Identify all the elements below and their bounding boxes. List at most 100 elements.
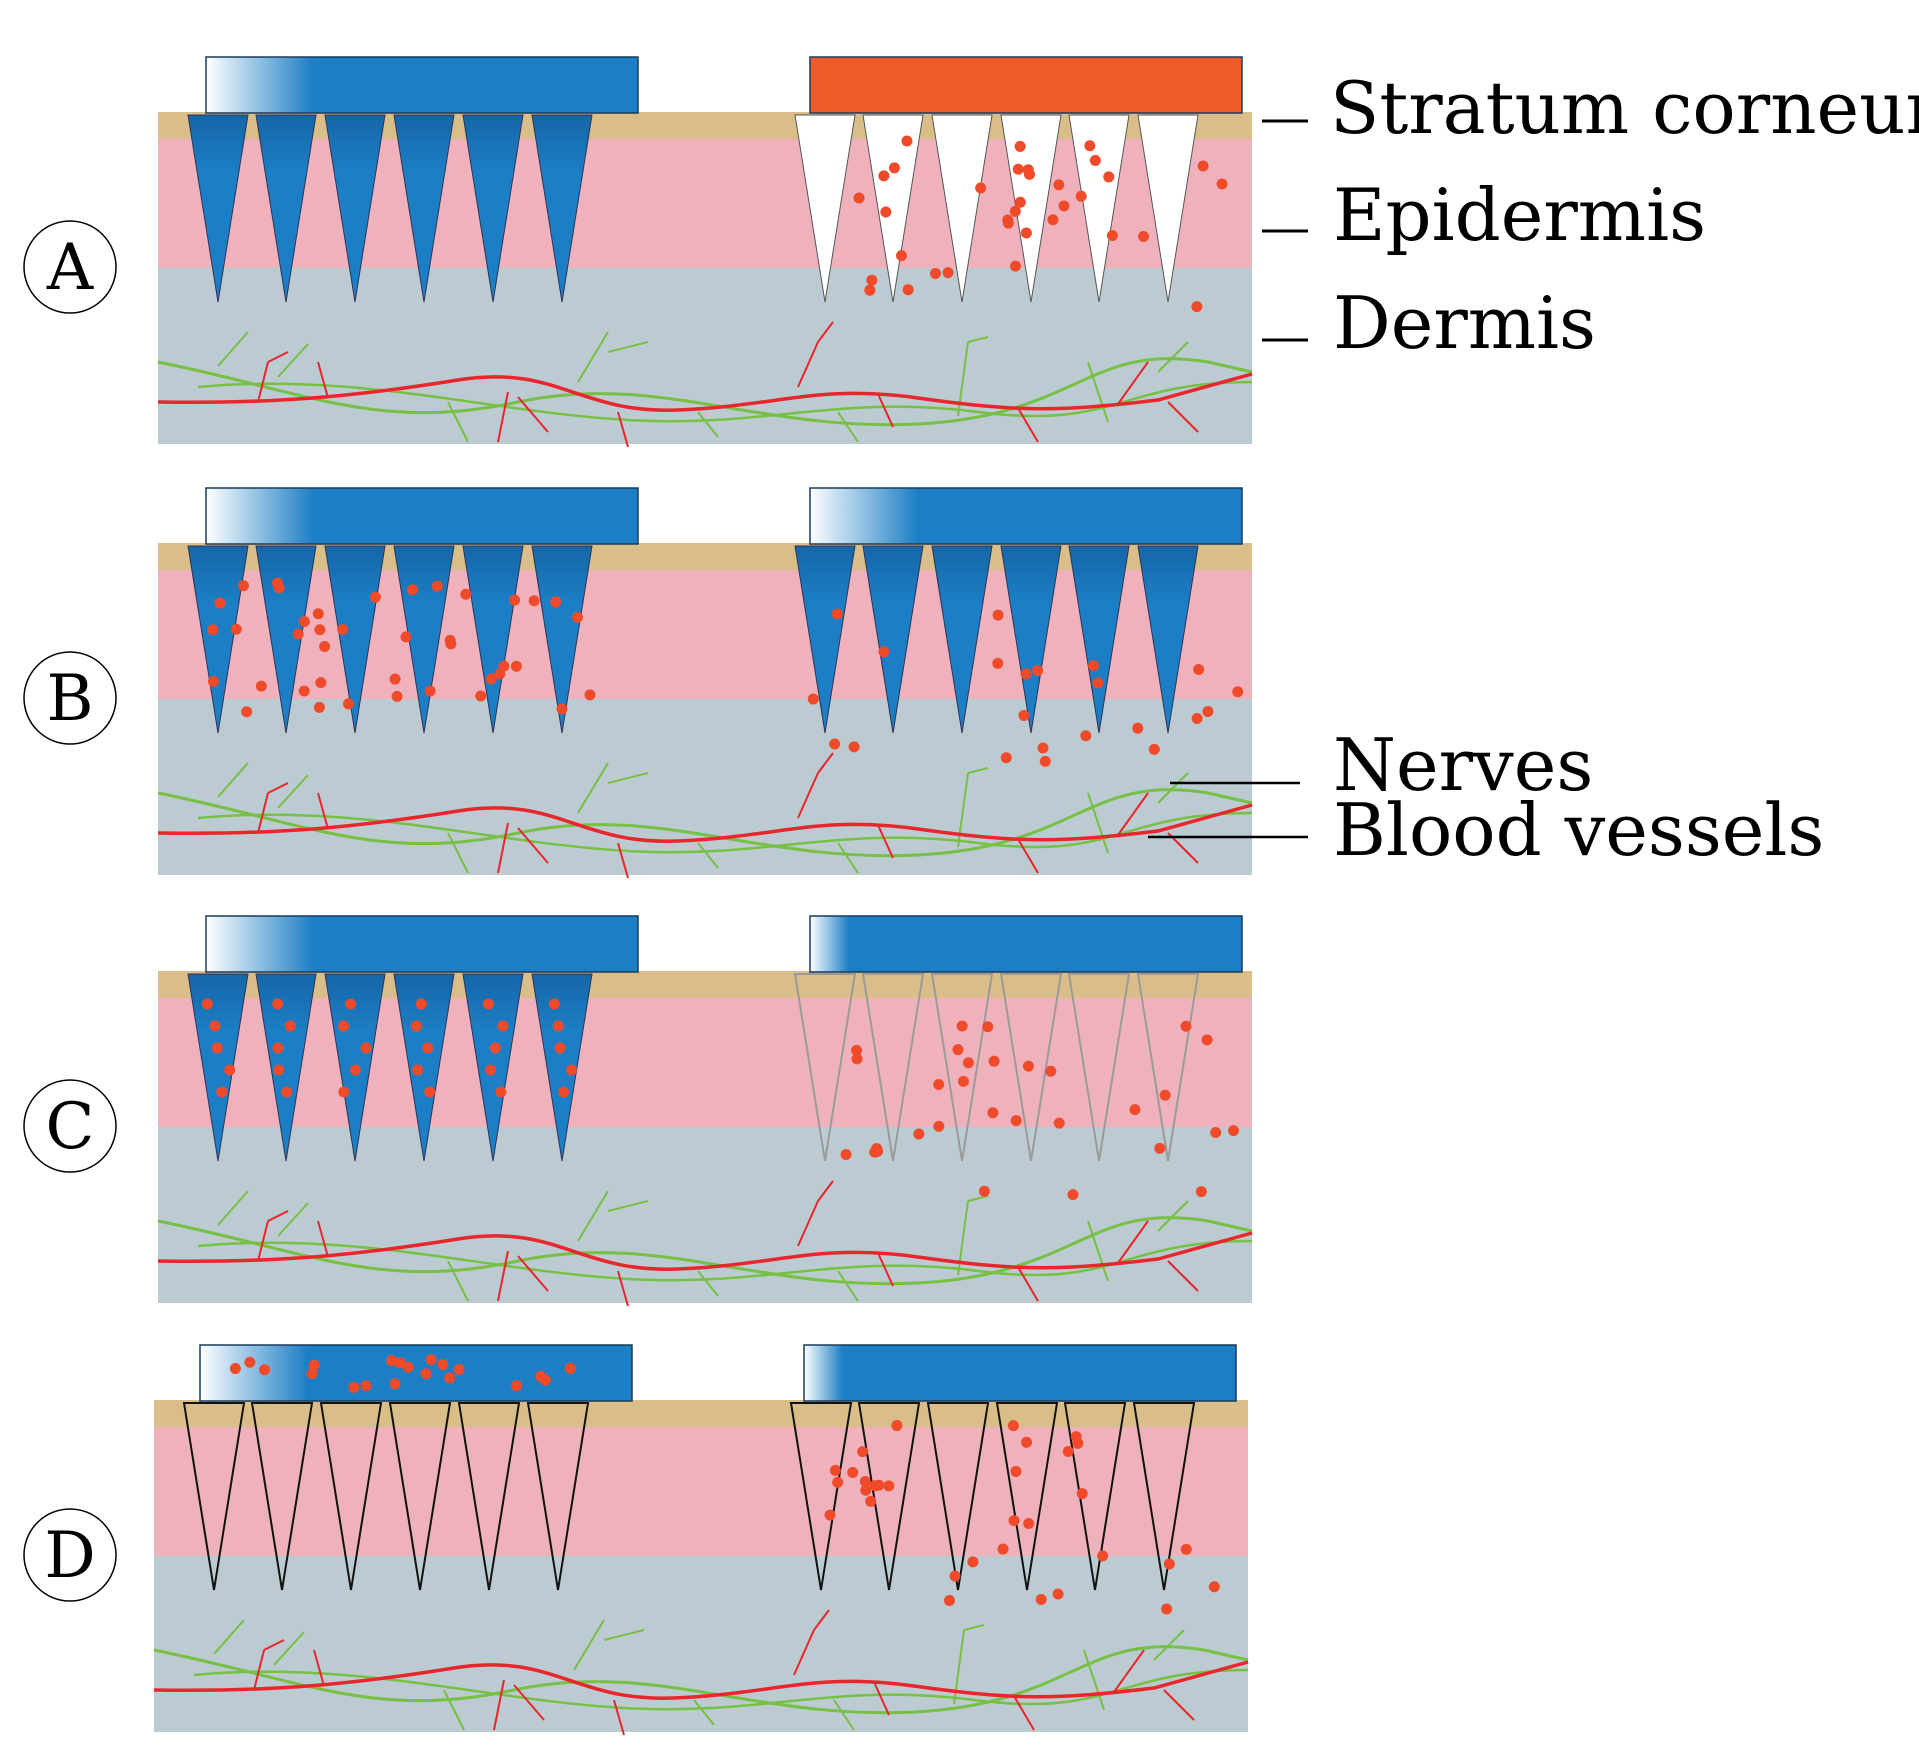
drug-particle bbox=[1062, 1446, 1074, 1458]
drug-particle bbox=[548, 998, 560, 1010]
dermis-layer bbox=[154, 1556, 1248, 1732]
vessel-branch bbox=[797, 1200, 819, 1247]
panel-letter: B bbox=[46, 662, 93, 736]
drug-particle bbox=[1007, 1420, 1019, 1432]
drug-particle bbox=[1210, 1126, 1222, 1138]
vessel-branch bbox=[1017, 1266, 1039, 1302]
drug-particle bbox=[1010, 1465, 1022, 1477]
nerve-branch bbox=[217, 331, 249, 367]
panel-letter-circle bbox=[23, 1079, 117, 1173]
drug-particle bbox=[391, 690, 403, 702]
drug-particle bbox=[1202, 705, 1214, 717]
microneedle bbox=[531, 114, 593, 303]
nerve-branch bbox=[837, 1270, 859, 1302]
drug-particle bbox=[807, 693, 819, 705]
microneedle bbox=[187, 114, 249, 303]
drug-particle bbox=[1052, 1588, 1064, 1600]
drug-particle bbox=[315, 677, 327, 689]
drug-particle bbox=[292, 628, 304, 640]
drug-particle bbox=[424, 685, 436, 697]
drug-particle bbox=[956, 1020, 968, 1032]
layer-labels: Stratum corneum Epidermis Dermis Nerves … bbox=[1148, 66, 1919, 872]
drug-particle bbox=[214, 597, 226, 609]
microneedle bbox=[1137, 545, 1199, 734]
vessel-branch bbox=[877, 824, 894, 859]
drug-particle bbox=[949, 1570, 961, 1582]
vessel-branch bbox=[257, 1220, 269, 1262]
drug-particle bbox=[933, 1120, 945, 1132]
drug-particle bbox=[312, 608, 324, 620]
drug-particle bbox=[489, 1042, 501, 1054]
drug-particle bbox=[1195, 1186, 1207, 1198]
nerve-branch bbox=[1087, 361, 1109, 423]
vessel-branch bbox=[317, 1220, 329, 1258]
drug-particle bbox=[571, 611, 583, 623]
nerve-branch bbox=[837, 411, 859, 443]
drug-particle bbox=[281, 1086, 293, 1098]
drug-particle bbox=[1067, 1189, 1079, 1201]
drug-particle bbox=[1191, 712, 1203, 724]
drug-particle bbox=[1148, 743, 1160, 755]
microneedle bbox=[255, 114, 317, 303]
vessel-branch bbox=[267, 782, 289, 794]
drug-particle bbox=[271, 577, 283, 589]
nerve-branch bbox=[833, 1699, 855, 1731]
stratum-corneum-label: Stratum corneum bbox=[1330, 66, 1919, 150]
drug-particle bbox=[510, 660, 522, 672]
drug-particle bbox=[847, 1467, 859, 1479]
drug-particle bbox=[1014, 196, 1026, 208]
drug-particle bbox=[389, 1378, 401, 1390]
drug-particle bbox=[831, 608, 843, 620]
vessel-branch bbox=[493, 1679, 505, 1731]
vessel-branch bbox=[797, 341, 819, 388]
drug-particle bbox=[209, 1020, 221, 1032]
nerve-branch bbox=[1153, 1629, 1185, 1661]
vessel-branch bbox=[817, 752, 834, 774]
epidermis-layer bbox=[158, 998, 1252, 1127]
drug-particle bbox=[273, 1064, 285, 1076]
drug-particle bbox=[840, 1148, 852, 1160]
microneedle bbox=[393, 973, 455, 1162]
vessel-branch bbox=[613, 1699, 625, 1736]
drug-particle bbox=[952, 1044, 964, 1056]
drug-particle bbox=[422, 1042, 434, 1054]
drug-particle bbox=[389, 673, 401, 685]
drug-particle bbox=[1009, 205, 1021, 217]
drug-particle bbox=[308, 1359, 320, 1371]
vessel-branch bbox=[1167, 401, 1199, 433]
drug-particle bbox=[338, 1020, 350, 1032]
drug-particle bbox=[1032, 664, 1044, 676]
drug-particle bbox=[306, 1368, 318, 1380]
drug-particle bbox=[1103, 171, 1115, 183]
drug-particle bbox=[864, 284, 876, 296]
drug-particle bbox=[1010, 260, 1022, 272]
drug-particle bbox=[1180, 1020, 1192, 1032]
drug-particle bbox=[1161, 1603, 1173, 1615]
drug-particle bbox=[1002, 214, 1014, 226]
drug-particle bbox=[445, 638, 457, 650]
microneedle bbox=[531, 973, 593, 1162]
blood-vessels bbox=[157, 321, 1253, 448]
drug-particle bbox=[962, 1057, 974, 1069]
drug-particle bbox=[565, 1064, 577, 1076]
vessel-branch bbox=[1167, 1260, 1199, 1292]
panel-letter: D bbox=[44, 1519, 95, 1593]
microneedle-base bbox=[205, 487, 639, 545]
nerve-branch bbox=[277, 343, 309, 378]
nerve-branch bbox=[1087, 1220, 1109, 1282]
drug-particle bbox=[360, 1380, 372, 1392]
drug-particle bbox=[997, 1543, 1009, 1555]
drug-particle bbox=[535, 1370, 547, 1382]
microneedle-base bbox=[803, 1344, 1237, 1402]
vessel-branch bbox=[257, 361, 269, 403]
drug-particle bbox=[942, 267, 954, 279]
blood-vessel bbox=[153, 1660, 1249, 1700]
panel-letter: A bbox=[46, 231, 94, 305]
nerve-branch bbox=[277, 1202, 309, 1237]
drug-particle bbox=[453, 1364, 465, 1376]
drug-particle bbox=[230, 623, 242, 635]
drug-particle bbox=[829, 1464, 841, 1476]
drug-particle bbox=[978, 1185, 990, 1197]
drug-particle bbox=[878, 646, 890, 658]
vessel-branch bbox=[1017, 838, 1039, 874]
